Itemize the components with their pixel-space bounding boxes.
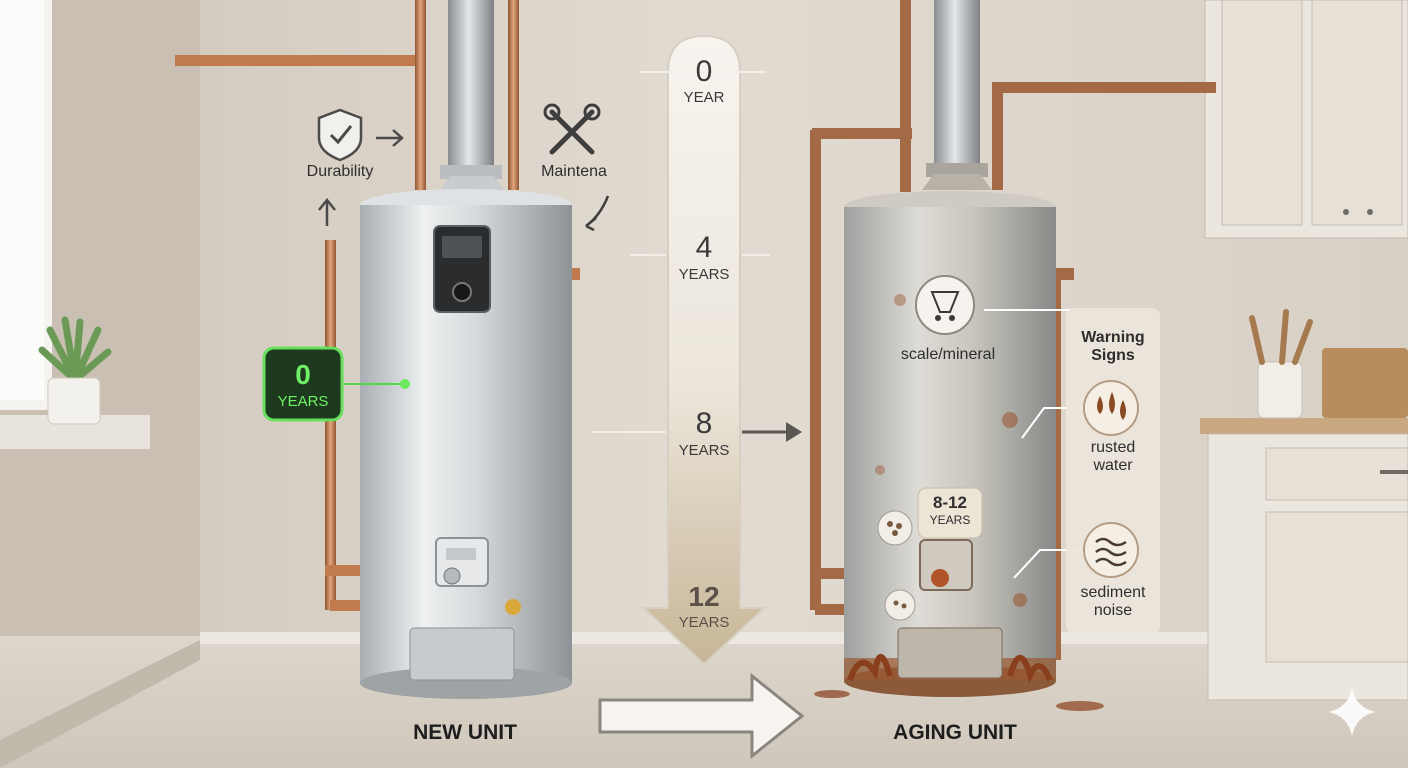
- new-unit-badge-dot: [400, 379, 410, 389]
- water-drops-icon: [1083, 380, 1139, 436]
- maintenance-label: Maintena: [541, 163, 607, 180]
- sediment-particles: [877, 510, 916, 621]
- potted-plant: [38, 316, 112, 425]
- transition-arrow: [598, 672, 805, 760]
- aging-unit-label: AGING UNIT: [893, 721, 1017, 744]
- sediment-noise-line2: noise: [1093, 602, 1133, 619]
- scale-mineral-icon: [915, 275, 975, 335]
- rusted-water-line1: rusted: [1090, 439, 1136, 456]
- waves-icon: [1083, 522, 1139, 578]
- timeline-arrow: [592, 34, 802, 666]
- timeline-mark-2-number: 8: [695, 407, 713, 440]
- floor-left: [0, 640, 200, 768]
- new-unit-age-badge: [262, 346, 344, 422]
- aging-unit-age-unit: YEARS: [929, 513, 971, 527]
- sparkle-icon: [1328, 688, 1376, 736]
- new-unit-vent-pipe: [448, 0, 494, 170]
- new-unit-label: NEW UNIT: [413, 721, 517, 744]
- kitchen-cabinets: [1200, 0, 1408, 701]
- timeline-mark-0-unit: YEAR: [683, 89, 725, 106]
- timeline-mark-1-number: 4: [695, 231, 713, 264]
- timeline-mark-3-number: 12: [688, 581, 720, 612]
- timeline-mark-1-unit: YEARS: [678, 266, 730, 283]
- new-unit-age-number: 0: [295, 359, 311, 390]
- timeline-mark-3-unit: YEARS: [678, 614, 730, 631]
- warning-signs-title-line1: Warning: [1081, 329, 1145, 346]
- durability-label: Durability: [306, 163, 374, 180]
- sediment-noise-line1: sediment: [1080, 584, 1146, 601]
- wrench-screwdriver-icon: [543, 103, 610, 232]
- rusted-water-line2: water: [1093, 457, 1133, 474]
- new-water-heater: [360, 189, 572, 699]
- timeline-mark-2-unit: YEARS: [678, 442, 730, 459]
- timeline-mark-0-number: 0: [695, 55, 713, 88]
- shield-check-icon: [317, 108, 404, 226]
- aging-unit-age-badge: [917, 487, 983, 539]
- new-unit-age-unit: YEARS: [277, 393, 329, 410]
- aging-unit-age-number: 8-12: [932, 493, 968, 512]
- scale-mineral-label: scale/mineral: [900, 346, 996, 363]
- aging-unit-vent-pipe: [934, 0, 980, 168]
- warning-signs-title-line2: Signs: [1091, 347, 1135, 364]
